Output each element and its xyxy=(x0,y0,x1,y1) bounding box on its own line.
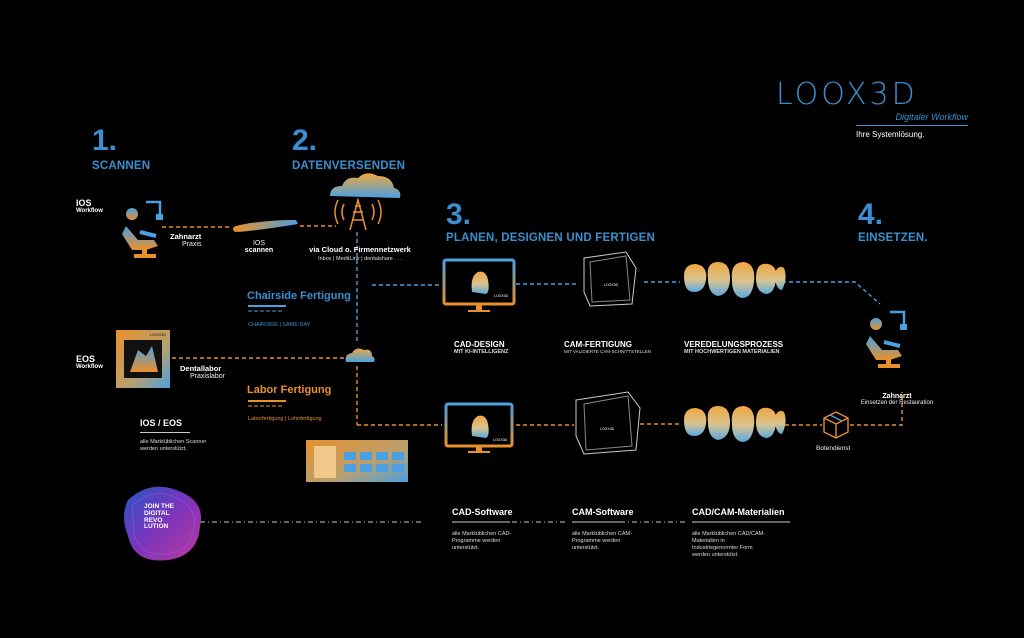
eos-label: EOS xyxy=(76,354,96,364)
dental-chair-icon xyxy=(122,200,163,258)
logo-tagline: Ihre Systemlösung. xyxy=(856,130,925,139)
cam-sub: MIT VALIDIERTE CAM-SCHNITTSTELLEN xyxy=(564,349,652,354)
cam-machine-logo-top: LOOX3D xyxy=(604,283,619,287)
cloud-sub: Inbox | MeditLink | dentalshare . . . xyxy=(318,256,402,262)
eos-role: Dentallabor xyxy=(180,364,222,373)
ios-place: Praxis xyxy=(182,241,202,248)
cad-screen-logo-bottom: LOOX3D xyxy=(493,438,508,442)
ios-eos-title: IOS / EOS xyxy=(140,418,183,428)
einsetzen-role: Zahnarzt xyxy=(882,393,912,400)
step-4-title: EINSETZEN. xyxy=(858,232,928,244)
ios-scanner: IOS xyxy=(252,240,266,247)
step-2: 2. DATENVERSENDEN xyxy=(292,124,406,173)
cam-label: CAM-FERTIGUNG MIT VALIDIERTE CAM-SCHNITT… xyxy=(564,340,651,355)
cam-machine-logo-bottom: LOOX3D xyxy=(600,427,615,431)
ios-scanner-label: IOS scannen xyxy=(244,240,274,254)
lab-building-icon xyxy=(306,440,408,482)
cad-software-block: CAD-Software alle Marktüblichen CAD-Prog… xyxy=(452,507,522,552)
step-2-title: DATENVERSENDEN xyxy=(292,160,406,172)
veredelung-sub: MIT HOCHWERTIGEN MATERIALIEN xyxy=(684,349,780,355)
einsetzen-sub: Einsetzen der Restauration xyxy=(860,400,934,406)
chairside-sub: CHAIRSIDE | SAME DAY xyxy=(248,322,311,328)
cad-label: CAD-DESIGN MIT KI-INTELLIGENZ xyxy=(454,340,508,356)
connector-lines xyxy=(162,225,903,523)
ios-eos-block: IOS / EOS alle Marktüblichen Scanner wer… xyxy=(140,418,212,453)
cad-software-title: CAD-Software xyxy=(452,507,513,517)
labor-title: Labor Fertigung xyxy=(247,384,332,396)
veredelung-title: VEREDELUNGSPROZESS xyxy=(684,340,784,349)
step-4-number: 4. xyxy=(858,198,884,231)
teeth-row-top-icon xyxy=(684,262,786,298)
cloud-tower-icon xyxy=(330,173,401,231)
step-3-title: PLANEN, DESIGNEN UND FERTIGEN xyxy=(446,232,655,244)
logo: LOOX3D Digitaler Workflow Ihre Systemlös… xyxy=(776,80,968,139)
join-revolution-badge xyxy=(124,486,201,561)
materialien-block: CAD/CAM-Materialien alle Marktüblichen C… xyxy=(692,507,792,559)
eos-place: Praxislabor xyxy=(190,373,226,380)
step-2-number: 2. xyxy=(292,124,318,157)
logo-divider xyxy=(856,125,968,126)
cad-screen-logo-top: LOOX3D xyxy=(494,294,509,298)
materialien-desc: alle Marktüblichen CAD/CAM-Materialien i… xyxy=(692,531,766,558)
veredelung-label: VEREDELUNGSPROZESS MIT HOCHWERTIGEN MATE… xyxy=(684,340,783,356)
eos-dentallabor: Dentallabor Praxislabor xyxy=(180,364,225,380)
badge-text: JOIN THE DIGITAL REVO LUTION xyxy=(144,503,174,531)
teeth-row-bottom-icon xyxy=(684,406,786,442)
ios-eos-desc: alle Marktüblichen Scanner werden unters… xyxy=(140,439,207,452)
einsetzen-label: Zahnarzt Einsetzen der Restauration xyxy=(852,393,942,406)
cam-software-title: CAM-Software xyxy=(572,507,634,517)
materialien-title: CAD/CAM-Materialien xyxy=(692,507,785,517)
eos-workflow-label: EOS Workflow xyxy=(76,354,103,370)
ios-label: IOS xyxy=(76,198,92,208)
cad-monitor-top-icon: LOOX3D xyxy=(442,258,516,312)
step-3: 3. PLANEN, DESIGNEN UND FERTIGEN xyxy=(446,198,655,245)
dentallabor-monitor-icon: LOOX3D xyxy=(116,330,170,388)
chairside-block: Chairside Fertigung xyxy=(247,290,351,302)
step-4: 4. EINSETZEN. xyxy=(858,198,928,245)
lab-screen-logo: LOOX3D xyxy=(150,332,166,337)
cad-sub: MIT KI-INTELLIGENZ xyxy=(454,349,509,355)
labor-marker xyxy=(248,400,286,407)
cam-title: CAM-FERTIGUNG xyxy=(564,340,632,349)
delivery-box-icon xyxy=(823,411,849,439)
logo-text: LOOX3D xyxy=(776,77,918,112)
step-1: 1. SCANNEN xyxy=(92,124,151,173)
intraoral-scanner-icon xyxy=(233,220,298,232)
cam-machine-bottom-icon: LOOX3D xyxy=(575,391,641,455)
botendienst-label: Botendienst xyxy=(816,445,851,452)
cam-machine-top-icon: LOOX3D xyxy=(583,251,637,307)
cam-software-block: CAM-Software alle Marktüblichen CAM-Prog… xyxy=(572,507,636,552)
dental-chair-einsetzen-icon xyxy=(866,310,907,368)
cad-monitor-bottom-icon: LOOX3D xyxy=(444,402,514,453)
chairside-marker xyxy=(248,305,286,312)
cam-software-desc: alle Marktüblichen CAM-Programme werden … xyxy=(572,531,632,551)
ios-scanner-sub: scannen xyxy=(244,247,274,254)
small-cloud-icon xyxy=(345,348,375,362)
cloud-label: via Cloud o. Firmennetzwerk Inbox | Medi… xyxy=(300,245,420,263)
cloud-title: via Cloud o. Firmennetzwerk xyxy=(309,245,411,254)
logo-subtitle: Digitaler Workflow xyxy=(895,112,968,122)
labor-block: Labor Fertigung xyxy=(247,384,331,396)
cad-title: CAD-DESIGN xyxy=(454,340,505,349)
ios-workflow-label: IOS Workflow xyxy=(76,198,103,214)
chairside-title: Chairside Fertigung xyxy=(247,290,351,302)
cad-software-desc: alle Marktüblichen CAD-Programme werden … xyxy=(452,531,512,551)
step-1-title: SCANNEN xyxy=(92,160,151,172)
step-3-number: 3. xyxy=(446,198,472,231)
ios-sub: Workflow xyxy=(76,208,103,214)
eos-sub: Workflow xyxy=(76,364,103,370)
labor-sub: Laborfertigung | Lohnfertigung xyxy=(248,416,322,422)
line-teeth-einsetzen xyxy=(782,281,881,305)
ios-eos-divider xyxy=(140,432,190,433)
line-box-einsetzen xyxy=(850,392,903,426)
ios-role: Zahnarzt xyxy=(170,232,202,241)
ios-zahnarzt: Zahnarzt Praxis xyxy=(170,232,201,248)
step-1-number: 1. xyxy=(92,124,118,157)
